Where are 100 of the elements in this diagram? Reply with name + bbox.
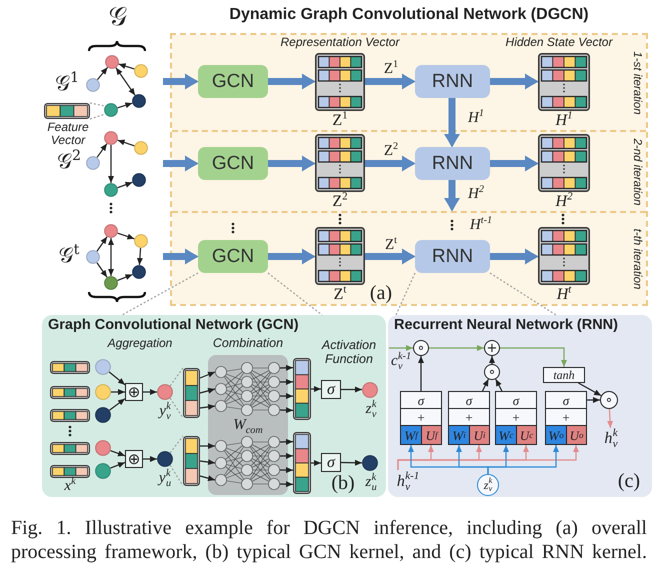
block-arrow xyxy=(365,248,415,264)
gate-block xyxy=(545,391,587,445)
arrow xyxy=(108,372,126,386)
vertex-circle xyxy=(134,141,148,155)
arrow xyxy=(587,397,600,403)
gcn-block: GCN xyxy=(198,147,268,180)
graph-label: 𝒢$^{t}$ xyxy=(58,243,80,268)
vertex-circle xyxy=(95,407,111,423)
arrow xyxy=(96,262,108,278)
arrow xyxy=(340,460,362,466)
feature-vector-bar xyxy=(50,442,90,455)
operator-circle: + xyxy=(484,340,500,356)
vertex-circle xyxy=(132,173,146,187)
arrow xyxy=(200,404,216,410)
block-arrow xyxy=(268,156,315,172)
iteration-label: 1-st iteration xyxy=(630,50,643,114)
edge-label: Z$^{1}$ xyxy=(384,61,398,78)
rnn-block: RNN xyxy=(415,147,490,180)
panel-title: Graph Convolutional Network (GCN) xyxy=(48,317,299,334)
graph-label: 𝒢$^{2}$ xyxy=(56,149,82,174)
arrow xyxy=(96,143,108,158)
vector-bar xyxy=(183,436,200,486)
arrow xyxy=(200,459,216,466)
operator-box: σ xyxy=(321,453,341,472)
dotted-line xyxy=(268,272,322,316)
arrow xyxy=(117,182,133,188)
graph-label: 𝒢$^{1}$ xyxy=(54,71,80,96)
edge-label: Z$^{t}$ xyxy=(385,237,397,254)
feature-vector-bar xyxy=(50,386,90,399)
arrow xyxy=(110,450,126,456)
gate-activation-row: σ xyxy=(449,392,489,409)
neural-network-drawing xyxy=(215,361,280,417)
column-heading: Activation Function xyxy=(320,339,378,366)
graph-label: 𝒢 xyxy=(108,3,128,33)
vertex-circle xyxy=(104,276,118,290)
arrow xyxy=(280,364,294,371)
arrow xyxy=(116,67,136,96)
neural-network-drawing xyxy=(215,435,280,491)
arrow xyxy=(341,386,362,392)
tanh-box: tanh xyxy=(543,367,585,383)
arrow xyxy=(280,438,294,445)
arrow xyxy=(418,356,424,391)
dotted-line xyxy=(170,436,184,454)
arrow xyxy=(311,386,321,392)
block-arrow xyxy=(444,98,460,147)
vector-matrix xyxy=(538,134,590,192)
vertex-circle xyxy=(157,384,173,400)
edge-label: Z$^{2}$ xyxy=(384,143,398,160)
arrow xyxy=(136,248,143,266)
vertex-circle xyxy=(362,455,378,471)
block-arrow xyxy=(163,156,198,172)
arrow xyxy=(397,445,579,470)
panel-letter: (c) xyxy=(618,470,640,493)
rnn-block: RNN xyxy=(415,65,490,98)
operator-box: ⊕ xyxy=(125,450,143,468)
gate-block xyxy=(495,391,537,445)
operator-circle: ∘ xyxy=(413,340,429,356)
arrow xyxy=(143,456,157,462)
iteration-label: t-th iteration xyxy=(630,228,643,289)
column-heading: Representation Vector xyxy=(280,36,400,50)
arrow xyxy=(429,345,484,351)
dotted-line xyxy=(90,113,106,120)
vertex-circle xyxy=(95,463,111,479)
vector-bar xyxy=(293,358,311,420)
iteration-label: 2-nd iteration xyxy=(630,138,643,206)
arrow xyxy=(489,356,495,364)
vertex-circle xyxy=(104,103,118,117)
vertex-circle xyxy=(86,78,100,92)
matrix-label: Z$^{2}$ xyxy=(332,193,348,212)
vertex-circle xyxy=(134,64,148,78)
block-arrow xyxy=(163,74,198,90)
block-arrow xyxy=(490,156,538,172)
feature-vector-bar xyxy=(50,361,90,374)
gate-activation-row: σ xyxy=(401,392,441,409)
vector-matrix xyxy=(315,134,365,192)
arrow xyxy=(280,481,294,488)
arrow xyxy=(280,407,294,414)
block-arrow xyxy=(268,248,315,264)
vertex-circle xyxy=(132,265,146,279)
block-arrow xyxy=(490,248,538,264)
rnn-block: RNN xyxy=(415,240,490,273)
arrow xyxy=(280,378,293,385)
arrow xyxy=(200,371,216,379)
vertex-circle xyxy=(95,440,111,456)
vector-bar xyxy=(183,368,200,418)
vector-matrix xyxy=(315,227,365,285)
arrow xyxy=(118,63,134,70)
vertex-circle xyxy=(134,234,148,248)
vector-bar xyxy=(293,432,311,494)
arrow xyxy=(108,145,114,183)
arrow xyxy=(280,467,293,474)
math-label: H$^{t-1}$ xyxy=(470,217,492,234)
arrow xyxy=(117,274,133,281)
vertex-circle xyxy=(95,359,111,375)
matrix-label: H$^{t}$ xyxy=(556,286,572,304)
arrow xyxy=(117,232,135,240)
dotted-line xyxy=(122,272,198,316)
vertex-circle xyxy=(104,224,118,238)
gate-block xyxy=(400,391,442,445)
vertex-circle xyxy=(104,183,118,197)
